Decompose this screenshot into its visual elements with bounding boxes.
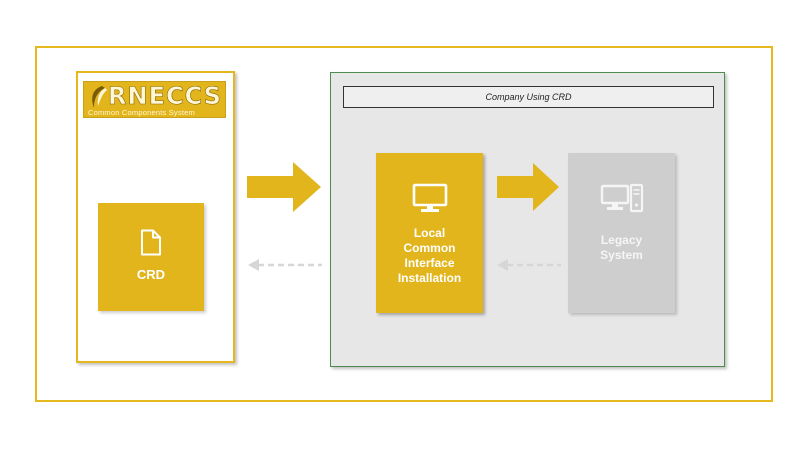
logo-tagline: Common Components System [88,108,195,117]
company-title: Company Using CRD [343,86,714,108]
local-interface-label: Local Common Interface Installation [376,226,483,286]
leaf-swoosh-icon [92,86,107,108]
flow-arrow-right-large [247,162,321,212]
return-arrow-dashed-left-small [497,259,561,271]
local-interface-line: Installation [397,271,462,285]
legacy-line: Legacy [600,233,643,247]
document-icon [141,229,161,256]
legacy-system-box: Legacy System [568,153,675,313]
outer-frame [35,46,773,402]
legacy-line: System [600,248,643,262]
local-interface-line: Common [403,241,456,255]
return-arrow-dashed-left [248,259,322,271]
crd-box: CRD [98,203,204,311]
local-common-interface-box: Local Common Interface Installation [376,153,483,313]
rneccs-logo: RNECCS Common Components System [83,81,226,118]
monitor-icon [412,183,448,212]
crd-label: CRD [136,267,166,282]
legacy-system-label: Legacy System [568,233,675,263]
local-interface-line: Interface [404,256,455,270]
logo-wordmark: RNECCS [108,82,222,111]
local-interface-line: Local [413,226,446,240]
flow-arrow-right-small [497,163,559,211]
desktop-computer-icon [600,183,644,213]
